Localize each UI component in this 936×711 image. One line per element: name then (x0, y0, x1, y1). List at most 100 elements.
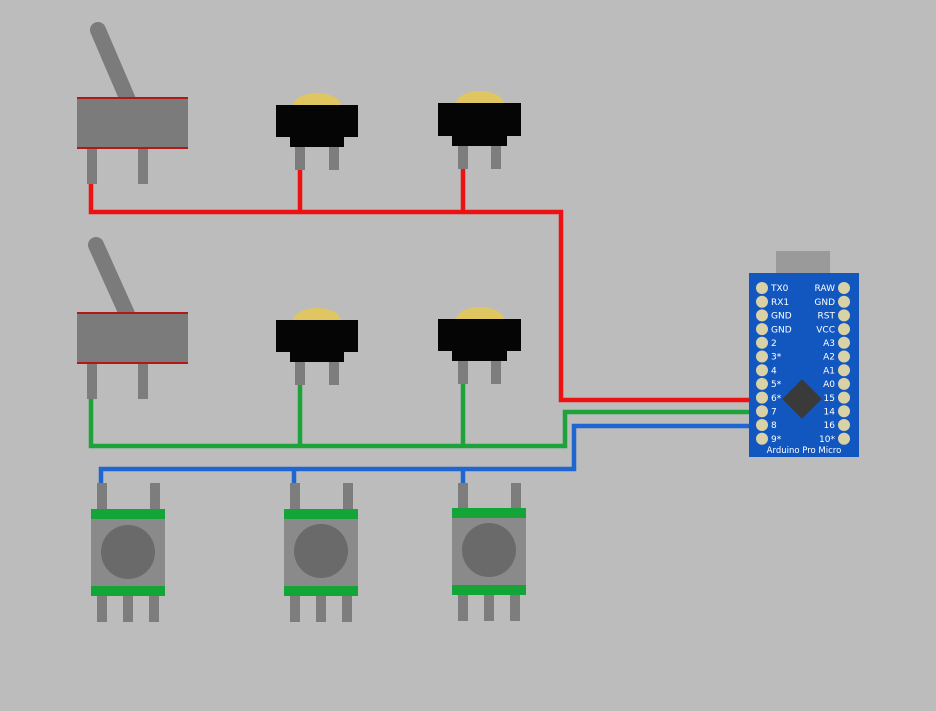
button-body (438, 319, 521, 361)
wire-red-bus (88, 183, 762, 403)
pin-pad-left (756, 350, 768, 363)
pushbutton-2[interactable] (438, 91, 521, 169)
pin-pad-left (756, 419, 768, 431)
button-body (438, 103, 521, 146)
encoder-band-top (452, 508, 526, 518)
arduino-pro-micro[interactable]: TX0RX1GNDGND23*45*6*789*RAWGNDRSTVCCA3A2… (749, 251, 859, 457)
button-body (276, 320, 358, 362)
wire-blue-bus (98, 423, 762, 487)
encoder-knob[interactable] (462, 523, 516, 577)
wire-green (88, 383, 762, 449)
pin-pad-right (838, 391, 850, 404)
button-pin (491, 146, 501, 169)
pin-label-left: RX1 (771, 298, 789, 308)
toggle-pin (138, 149, 148, 184)
pin-pad-left (756, 309, 768, 322)
pin-label-left: GND (771, 325, 792, 335)
toggle-lever[interactable] (88, 237, 135, 322)
pin-pad-right (838, 309, 850, 322)
pin-label-right: GND (814, 298, 835, 308)
encoder-band-bottom (284, 586, 358, 596)
pin-label-left: TX0 (770, 284, 789, 294)
toggle-pin (87, 149, 97, 184)
pin-pad-right (838, 282, 850, 294)
encoder-knob[interactable] (294, 524, 348, 578)
pin-label-left: 7 (771, 408, 777, 418)
board-pins: TX0RX1GNDGND23*45*6*789*RAWGNDRSTVCCA3A2… (756, 282, 850, 445)
pushbutton-1[interactable] (276, 93, 358, 170)
encoder-band-top (91, 509, 165, 519)
button-pin (329, 147, 339, 170)
toggle-body (77, 97, 188, 149)
wire-red (88, 168, 762, 403)
button-pin (458, 361, 468, 384)
pin-pad-right (838, 405, 850, 418)
pin-label-right: 10* (819, 435, 835, 445)
pin-pad-left (756, 323, 768, 336)
toggle-lever[interactable] (90, 22, 136, 108)
encoder-band-bottom (452, 585, 526, 595)
encoder-top-pin (290, 483, 300, 511)
pin-pad-left (756, 432, 768, 445)
rotary-encoder-3[interactable] (452, 483, 526, 621)
pin-pad-right (838, 419, 850, 431)
pin-label-right: A0 (823, 380, 835, 390)
pin-pad-left (756, 364, 768, 377)
pin-pad-left (756, 295, 768, 308)
encoder-knob[interactable] (101, 525, 155, 579)
pin-label-left: 5* (771, 380, 782, 390)
board-title: Arduino Pro Micro (767, 446, 842, 456)
pin-pad-left (756, 336, 768, 349)
toggle-switch-1[interactable] (77, 22, 188, 184)
encoder-bottom-pin (123, 596, 133, 622)
pin-label-right: A3 (823, 339, 835, 349)
encoder-bottom-pin (149, 596, 159, 622)
button-body (276, 105, 358, 147)
wire-green-bus (88, 398, 762, 449)
encoder-band-bottom (91, 586, 165, 596)
button-pin (458, 146, 468, 169)
pin-pad-right (838, 350, 850, 363)
encoder-band-top (284, 509, 358, 519)
pin-pad-right (838, 323, 850, 336)
button-pin (295, 362, 305, 385)
encoder-top-pin (343, 483, 353, 511)
pin-label-right: RAW (815, 284, 836, 294)
pin-label-left: 2 (771, 339, 777, 349)
encoder-bottom-pin (510, 595, 520, 621)
encoder-bottom-pin (458, 595, 468, 621)
rotary-encoder-1[interactable] (91, 483, 165, 622)
pin-pad-left (756, 391, 768, 404)
encoder-top-pin (97, 483, 107, 511)
pushbutton-4[interactable] (438, 307, 521, 384)
toggle-switch-2[interactable] (77, 237, 188, 399)
encoder-bottom-pin (290, 596, 300, 622)
pin-pad-right (838, 295, 850, 308)
pin-pad-left (756, 282, 768, 294)
pin-label-right: A1 (823, 366, 835, 376)
pin-pad-left (756, 405, 768, 418)
pin-label-right: A2 (823, 353, 835, 363)
microcontroller-chip (782, 379, 822, 419)
toggle-pin (87, 364, 97, 399)
encoder-bottom-pin (316, 596, 326, 622)
pin-label-left: 6* (771, 394, 782, 404)
pin-label-right: 15 (824, 394, 835, 404)
pin-label-left: 4 (771, 366, 777, 376)
pushbutton-3[interactable] (276, 308, 358, 385)
encoder-top-pin (511, 483, 521, 511)
pin-label-left: GND (771, 312, 792, 322)
toggle-pin (138, 364, 148, 399)
encoder-top-pin (150, 483, 160, 511)
rotary-encoder-2[interactable] (284, 483, 358, 622)
pin-label-right: RST (818, 312, 836, 322)
button-pin (295, 147, 305, 170)
pin-pad-left (756, 377, 768, 390)
encoder-bottom-pin (97, 596, 107, 622)
pin-label-right: 16 (824, 421, 836, 431)
wire-blue (98, 423, 762, 487)
pin-label-left: 3* (771, 353, 782, 363)
pin-label-left: 8 (771, 421, 777, 431)
